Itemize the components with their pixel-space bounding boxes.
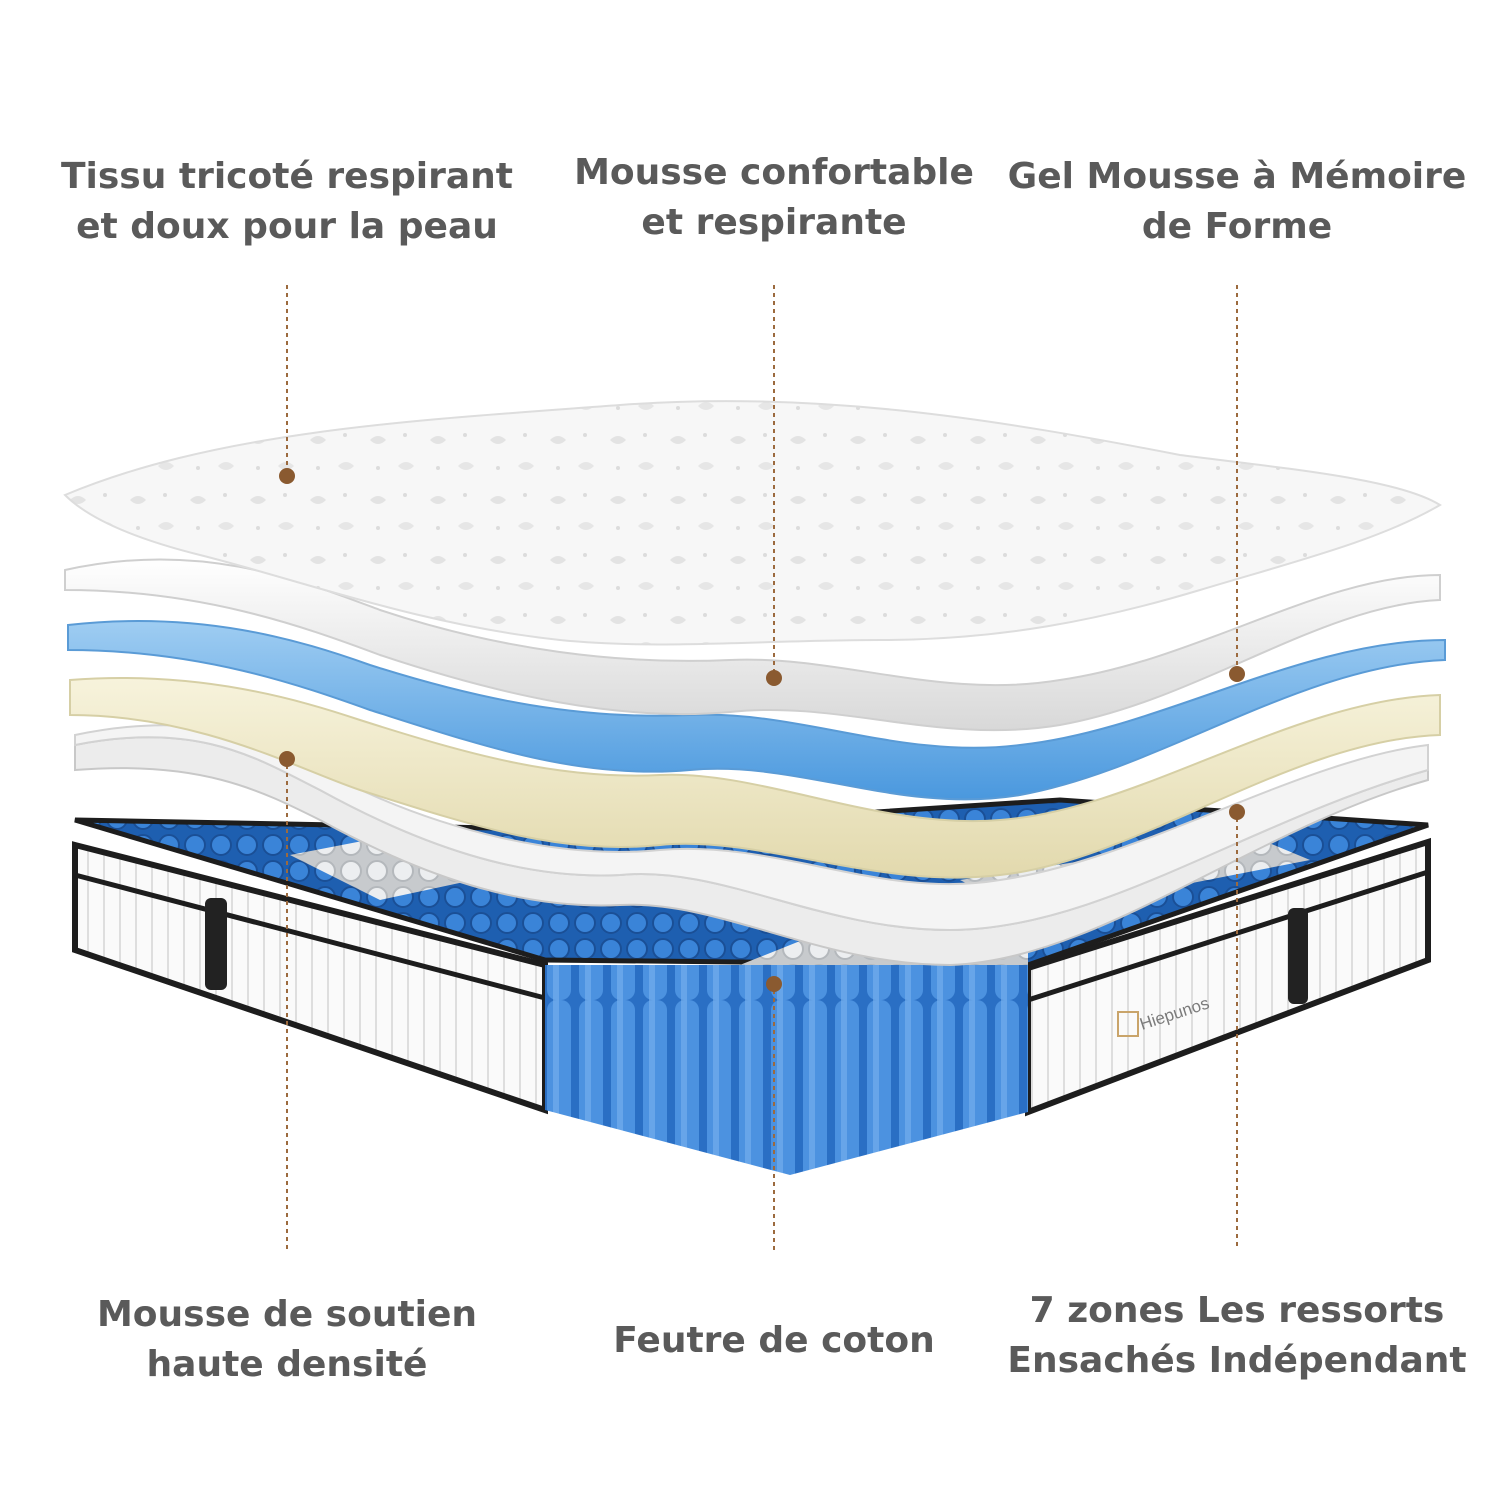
label-pocket-springs-line1: 7 zones Les ressorts	[1029, 1290, 1445, 1331]
marker-knit-fabric	[279, 468, 295, 484]
support-foam-layer	[69, 677, 1441, 879]
gel-memory-foam-layer	[67, 620, 1446, 801]
label-comfort-foam-line2: et respirante	[641, 202, 907, 243]
knit-fabric-layer	[63, 400, 1442, 646]
label-support-foam: Mousse de soutien haute densité	[47, 1290, 527, 1390]
label-pocket-springs: 7 zones Les ressorts Ensachés Indépendan…	[997, 1286, 1477, 1386]
leader-lines	[286, 285, 1238, 1250]
pocket-spring-coils	[545, 965, 1028, 1175]
marker-support-foam	[279, 751, 295, 767]
brand-logo-icon	[1117, 1011, 1139, 1037]
marker-pocket-springs	[1229, 804, 1245, 820]
label-comfort-foam-line1: Mousse confortable	[574, 152, 974, 193]
label-gel-memory-foam: Gel Mousse à Mémoire de Forme	[997, 152, 1477, 252]
label-gel-memory-foam-line1: Gel Mousse à Mémoire	[1007, 156, 1467, 197]
right-handle	[1288, 908, 1308, 1004]
label-comfort-foam: Mousse confortable et respirante	[534, 148, 1014, 248]
marker-cotton-felt	[766, 976, 782, 992]
label-knit-fabric-line2: et doux pour la peau	[76, 206, 498, 247]
comfort-foam-layer	[64, 558, 1441, 732]
label-cotton-felt-line1: Feutre de coton	[613, 1320, 935, 1361]
label-support-foam-line2: haute densité	[146, 1344, 428, 1385]
left-handle	[205, 898, 227, 990]
label-pocket-springs-line2: Ensachés Indépendant	[1007, 1340, 1467, 1381]
marker-gel-foam	[1229, 666, 1245, 682]
marker-dots	[279, 468, 1245, 992]
label-cotton-felt: Feutre de coton	[534, 1316, 1014, 1366]
label-support-foam-line1: Mousse de soutien	[96, 1294, 478, 1335]
label-gel-memory-foam-line2: de Forme	[1141, 206, 1333, 247]
label-knit-fabric: Tissu tricoté respirant et doux pour la …	[47, 152, 527, 252]
marker-comfort-foam	[766, 670, 782, 686]
label-knit-fabric-line1: Tissu tricoté respirant	[60, 156, 514, 197]
